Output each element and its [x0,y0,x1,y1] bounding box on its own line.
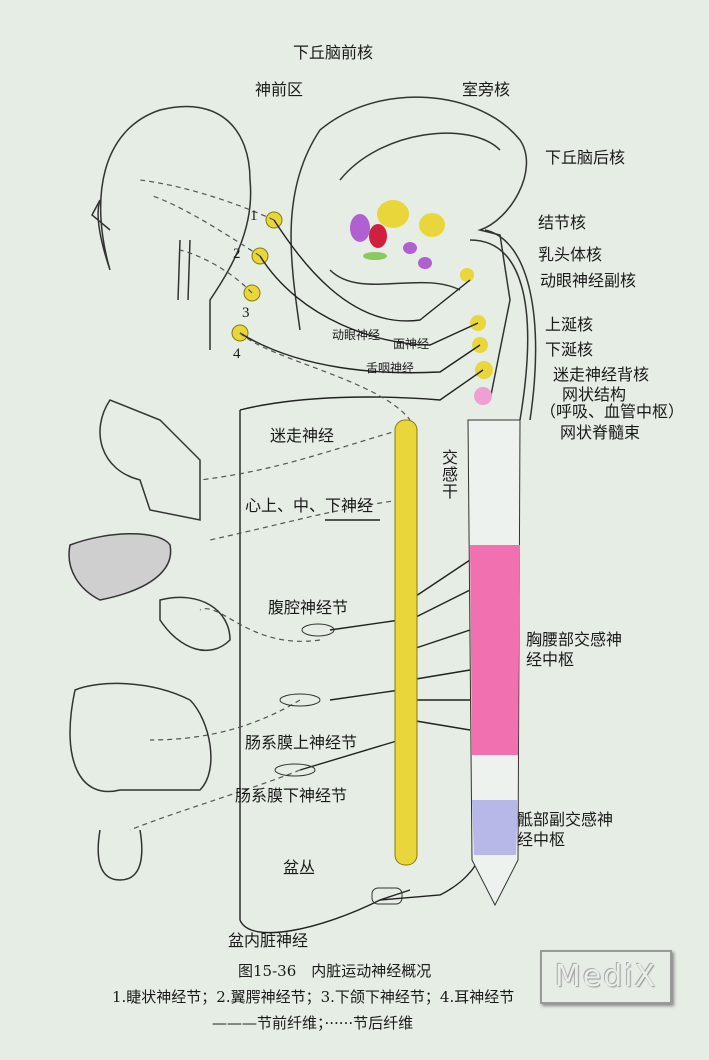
label-pelvic-splanchnic-nerves: 盆内脏神经 [228,931,309,950]
cranial-ganglia [231,211,283,342]
ganglion-number-3: 3 [242,305,250,321]
brain-nuclei [350,200,493,405]
watermark-logo: MediX [540,950,672,1004]
label-tuberal-nucleus: 结节核 [538,213,587,232]
label-sympathetic-trunk: 交感干 [442,448,459,501]
figure-title: 图15-36 内脏运动神经概况 [238,962,432,980]
organs [68,399,231,881]
label-reticular-subtitle: （呼吸、血管中枢） [540,402,685,421]
label-mammillary-nucleus: 乳头体核 [538,245,603,264]
postganglionic-fibers [129,179,411,831]
label-facial-nerve: 面神经 [393,337,430,351]
brain-outline [290,96,537,421]
figure-legend-fibers: ———节前纤维；······节后纤维 [212,1014,414,1032]
label-thoracolumbar-center: 胸腰部交感神经中枢 [526,630,623,669]
label-reticulospinal-tract: 网状脊髓束 [560,423,641,442]
spinal-cord [467,419,521,907]
label-inferior-salivatory-nucleus: 下涎核 [545,340,594,359]
label-glossopharyngeal-nerve: 舌咽神经 [366,361,415,375]
label-accessory-oculomotor-nucleus: 动眼神经副核 [540,271,637,290]
figure-legend-ganglia: 1.睫状神经节；2.翼腭神经节；3.下颌下神经节；4.耳神经节 [112,988,515,1006]
label-superior-salivatory-nucleus: 上涎核 [545,315,594,334]
head-outline [91,105,252,350]
label-superior-mesenteric-ganglion: 肠系膜上神经节 [245,733,358,752]
label-pelvic-plexus: 盆丛 [283,858,316,877]
label-sacral-parasympathetic-center: 骶部副交感神经中枢 [517,810,614,849]
ganglion-number-2: 2 [233,246,241,262]
ganglion-number-4: 4 [233,346,241,362]
label-dorsal-vagal-nucleus: 迷走神经背核 [553,365,650,384]
sympathetic-trunk [394,419,418,866]
label-celiac-ganglion: 腹腔神经节 [268,598,349,617]
label-cardiac-nerves: 心上、中、下神经 [245,496,374,515]
ganglion-number-1: 1 [250,208,258,224]
label-oculomotor-nerve: 动眼神经 [332,328,381,342]
label-paraventricular-nucleus: 室旁核 [462,80,511,99]
label-reticular-formation: 网状结构 [562,385,627,404]
preganglionic-fibers [239,219,484,934]
label-anterior-hypothalamic-nucleus: 下丘脑前核 [293,43,374,62]
ganglia-abdominal [274,623,403,905]
label-posterior-hypothalamic-nucleus: 下丘脑后核 [545,148,626,167]
label-inferior-mesenteric-ganglion: 肠系膜下神经节 [235,786,348,805]
label-vagus-nerve: 迷走神经 [270,426,335,445]
label-preoptic-area: 神前区 [255,80,304,99]
